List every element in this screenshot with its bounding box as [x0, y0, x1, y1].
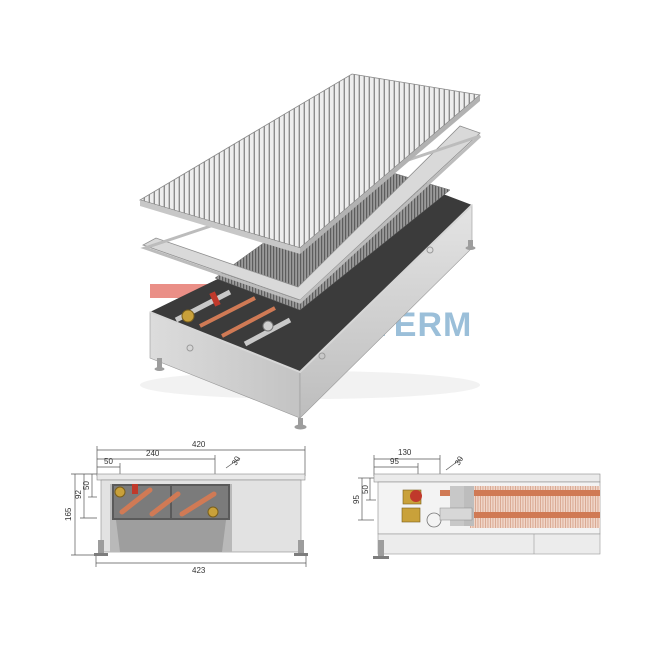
- dim-50-side-label: 50: [361, 485, 370, 494]
- dim-130-label: 130: [398, 448, 412, 457]
- valve-icon: [181, 309, 195, 323]
- front-dimension-labels: 420 240 50 30 165 92 50 423: [64, 440, 242, 575]
- front-section-body: [94, 473, 308, 556]
- valve-handle-icon: [209, 291, 221, 307]
- dim-30-label: 30: [230, 454, 243, 467]
- valve-icon: [114, 486, 126, 498]
- dim-420-label: 420: [192, 440, 206, 449]
- leveling-feet: [154, 240, 476, 430]
- front-section-drawing: [71, 446, 307, 567]
- dim-95-label: 95: [390, 457, 399, 466]
- valve-icon: [410, 490, 422, 502]
- side-section-body: [373, 473, 601, 559]
- dim-240-label: 240: [146, 449, 160, 458]
- dim-50-label: 50: [104, 457, 113, 466]
- convector-3d-render: [139, 73, 482, 430]
- dim-92-label: 92: [74, 490, 83, 499]
- dim-165-label: 165: [64, 507, 73, 521]
- pipework: [174, 289, 292, 347]
- dim-95-vert-label: 95: [352, 495, 361, 504]
- dim-50-vert-label: 50: [82, 481, 91, 490]
- dim-30-side-label: 30: [453, 454, 466, 467]
- dim-423-label: 423: [192, 566, 206, 575]
